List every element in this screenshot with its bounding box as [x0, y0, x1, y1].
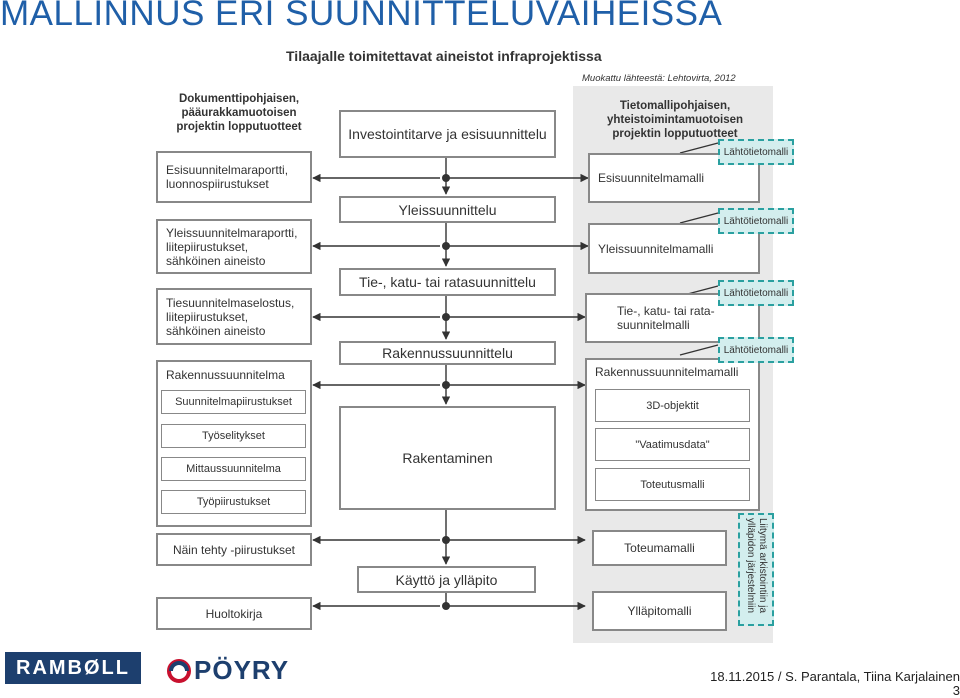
poyry-symbol-icon	[167, 659, 191, 683]
left-item-work-drawings: Työpiirustukset	[161, 490, 306, 514]
archive-interface-text: Liitymä arkistointiin ja ylläpidon järje…	[745, 517, 768, 613]
tag-initial-data-model-1: Lähtötietomalli	[718, 139, 794, 165]
left-item-plan-drawings: Suunnitelmapiirustukset	[161, 390, 306, 414]
left-item-work-descriptions: Työselitykset	[161, 424, 306, 448]
source-note: Muokattu lähteestä: Lehtovirta, 2012	[582, 73, 736, 84]
archive-interface-note: Liitymä arkistointiin ja ylläpidon järje…	[738, 513, 774, 626]
diagram-subtitle: Tilaajalle toimitettavat aineistot infra…	[286, 48, 602, 64]
stage-general-planning: Yleissuunnittelu	[339, 196, 556, 223]
poyry-logo: PÖYRY	[194, 655, 290, 685]
right-box-maintenance-model: Ylläpitomalli	[592, 591, 727, 631]
stage-road-street-rail-planning: Tie-, katu- tai ratasuunnittelu	[339, 268, 556, 296]
right-box-as-built-model: Toteumamalli	[592, 530, 727, 566]
left-box-maintenance-manual: Huoltokirja	[156, 597, 312, 630]
right-item-requirement-data: "Vaatimusdata"	[595, 428, 750, 461]
left-box-as-built-drawings: Näin tehty -piirustukset	[156, 533, 312, 566]
slide-title: MALLINNUS ERI SUUNNITTELUVAIHEISSA	[0, 0, 723, 33]
footer-date-authors: 18.11.2015 / S. Parantala, Tiina Karjala…	[710, 669, 960, 684]
right-item-3d-objects: 3D-objektit	[595, 389, 750, 422]
page-number: 3	[952, 683, 960, 698]
stage-construction: Rakentaminen	[339, 406, 556, 510]
ramboll-logo: RAMBØLL	[5, 652, 141, 684]
left-column-header: Dokumenttipohjaisen, pääurakkamuotoisen …	[176, 93, 302, 133]
stage-construction-planning: Rakennussuunnittelu	[339, 341, 556, 365]
left-item-survey-plan: Mittaussuunnitelma	[161, 457, 306, 481]
tag-initial-data-model-4: Lähtötietomalli	[718, 337, 794, 363]
stage-use-maintenance: Käyttö ja ylläpito	[357, 566, 536, 593]
tag-initial-data-model-3: Lähtötietomalli	[718, 280, 794, 306]
right-item-implementation-model: Toteutusmalli	[595, 468, 750, 501]
tag-initial-data-model-2: Lähtötietomalli	[718, 208, 794, 234]
left-box-general-plan-report: Yleissuunnitelmaraportti, liitepiirustuk…	[156, 219, 312, 274]
left-box-preliminary-report: Esisuunnitelmaraportti, luonnospiirustuk…	[156, 151, 312, 203]
right-column-header: Tietomallipohjaisen, yhteistoimintamuoto…	[606, 100, 744, 140]
left-box-road-plan-report: Tiesuunnitelmaselostus, liitepiirustukse…	[156, 288, 312, 345]
stage-investment-preliminary: Investointitarve ja esisuunnittelu	[339, 110, 556, 158]
